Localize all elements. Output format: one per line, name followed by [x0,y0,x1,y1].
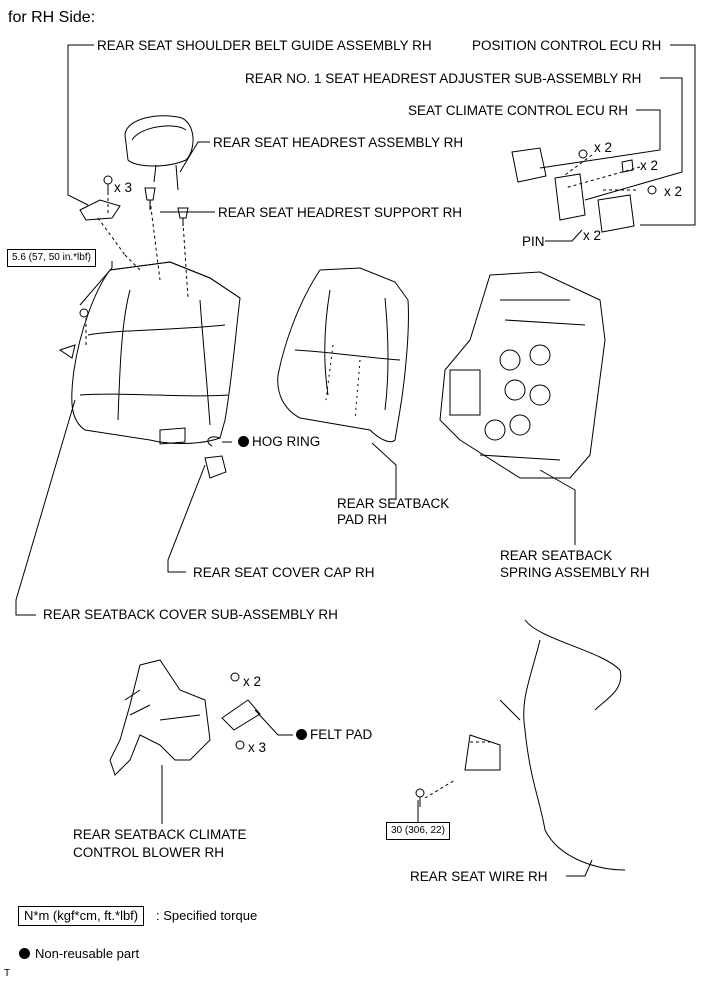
torque-spec-wire-bolt: 30 (306, 22) [386,822,450,840]
leader-headrest-adjuster [584,77,683,201]
legend-nonreusable-dot [19,948,30,959]
position-control-ecu [597,194,635,233]
leader-seat-climate-ecu [539,109,661,169]
leader-felt-pad [254,709,293,736]
label-blower-line1: REAR SEATBACK CLIMATE [73,827,247,842]
headrest-adjuster [554,173,586,221]
label-headrest-support: REAR SEAT HEADREST SUPPORT RH [218,205,463,220]
label-blower-line2: CONTROL BLOWER RH [73,845,225,860]
page-header: for RH Side: [8,9,96,26]
qty-ecu-nut: x 2 [594,140,613,155]
nonreusable-marker-hog-ring [238,436,249,447]
qty-adjuster-screw: x 2 [640,158,659,173]
label-position-control-ecu: POSITION CONTROL ECU RH [472,38,662,53]
label-shoulder-belt-guide: REAR SEAT SHOULDER BELT GUIDE ASSEMBLY R… [97,38,432,53]
label-headrest-assembly: REAR SEAT HEADREST ASSEMBLY RH [213,135,464,150]
felt-pad-shape [221,699,261,731]
seat-wire [464,619,626,871]
footer-mark: T [4,968,11,979]
leader-seatback-pad [371,442,397,500]
label-seatback-cover: REAR SEATBACK COVER SUB-ASSEMBLY RH [43,607,338,622]
leader-seatback-torque [79,261,113,306]
legend-torque-description: : Specified torque [156,908,258,923]
leader-seatback-cover [15,399,76,616]
seat-climate-ecu [511,147,547,183]
leader-pin [545,229,583,242]
label-hog-ring: HOG RING [252,434,321,449]
label-seat-climate-ecu: SEAT CLIMATE CONTROL ECU RH [408,103,629,118]
blower [109,659,211,776]
hog-ring [207,436,221,447]
qty-belt-guide-bolt: x 3 [114,180,133,195]
leader-headrest-assembly [179,141,210,173]
label-cover-cap: REAR SEAT COVER CAP RH [193,565,375,580]
legend-nonreusable-description: Non-reusable part [35,946,140,961]
qty-pin: x 2 [583,228,602,243]
torque-spec-seatback-nut: 5.6 (57, 50 in.*lbf) [7,249,96,267]
leader-seat-wire [566,859,593,877]
label-seatback-pad-line2: PAD RH [337,512,388,527]
label-seatback-pad-line1: REAR SEATBACK [337,496,450,511]
label-headrest-adjuster: REAR NO. 1 SEAT HEADREST ADJUSTER SUB-AS… [245,71,642,86]
leader-cover-cap [167,464,206,573]
qty-blower-bolt: x 2 [243,674,262,689]
legend-torque-box: N*m (kgf*cm, ft.*lbf) [18,906,145,926]
label-pin: PIN [522,234,545,249]
spring-assembly [439,271,606,479]
seatback-cover [71,261,241,445]
leader-position-control-ecu [640,44,696,226]
nonreusable-marker-felt-pad [296,729,307,740]
seatback-pad [277,267,409,443]
qty-blower-nut: x 3 [248,740,267,755]
headrest [124,115,194,167]
cover-cap [204,455,227,479]
leader-shoulder-belt-guide [67,44,94,206]
label-seat-wire: REAR SEAT WIRE RH [410,869,548,884]
label-felt-pad: FELT PAD [310,727,373,742]
belt-guide [79,199,121,221]
leader-spring-assembly [539,469,576,545]
qty-position-ecu-nut: x 2 [664,184,683,199]
label-spring-assembly-line2: SPRING ASSEMBLY RH [500,565,650,580]
label-spring-assembly-line1: REAR SEATBACK [500,548,613,563]
